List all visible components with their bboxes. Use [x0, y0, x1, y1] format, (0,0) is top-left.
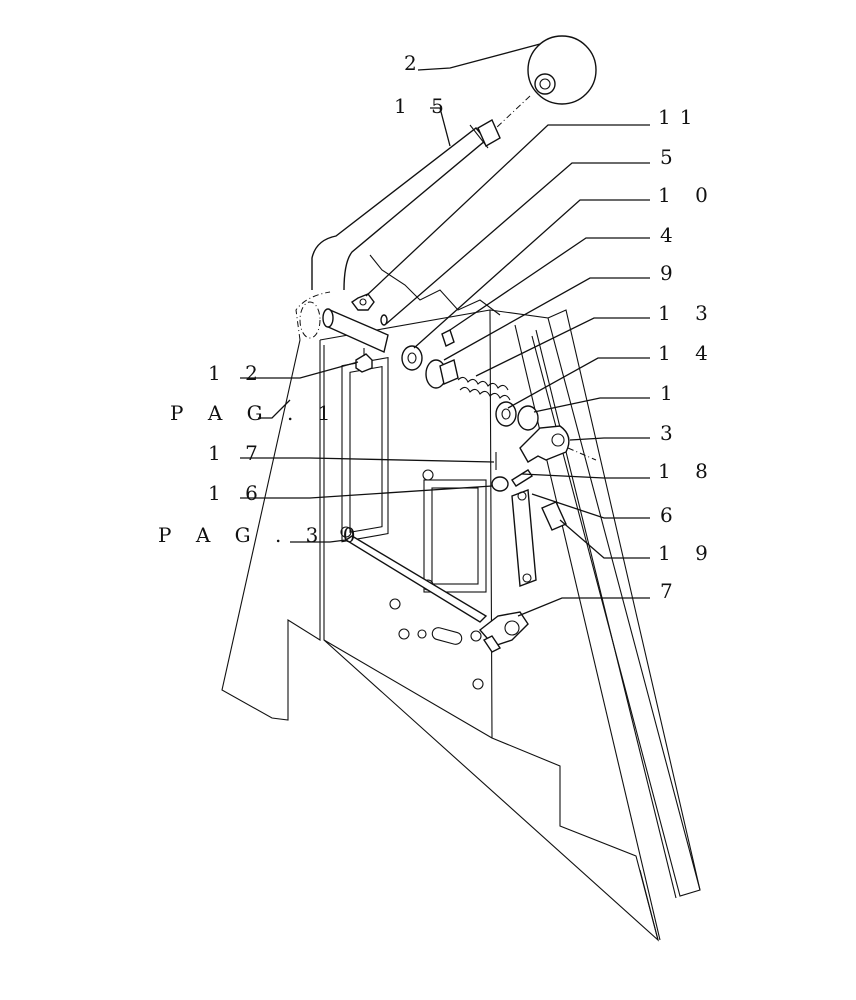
callout-11: 11 — [658, 105, 701, 129]
callout-10: 1 0 — [658, 183, 717, 207]
callout-12: 1 2 — [208, 361, 267, 385]
callout-15: 1 5 — [394, 94, 453, 118]
callout-19: 1 9 — [658, 541, 717, 565]
callout-16: 1 6 — [208, 481, 267, 505]
leader-lines — [240, 43, 650, 617]
callout-1: 1 — [660, 381, 682, 405]
knob — [495, 35, 597, 129]
callout-9: 9 — [660, 261, 682, 285]
callout-14: 1 4 — [658, 341, 717, 365]
callout-18: 1 8 — [658, 459, 717, 483]
callout-7: 7 — [660, 579, 682, 603]
callout-pag1: P A G . 1 — [170, 401, 339, 425]
callout-labels: 2 1 5 11 5 1 0 4 9 1 3 1 4 1 3 1 8 6 1 9… — [158, 51, 717, 603]
callout-2: 2 — [404, 51, 426, 75]
callout-6: 6 — [660, 503, 682, 527]
callout-3: 3 — [660, 421, 682, 445]
small-hardware — [344, 348, 567, 653]
callout-pag30: P A G . 3 0 — [158, 523, 364, 547]
callout-5: 5 — [660, 145, 682, 169]
callout-17: 1 7 — [208, 441, 267, 465]
lever-handle — [295, 119, 501, 341]
callout-4: 4 — [660, 223, 682, 247]
pivot-shaft — [322, 293, 597, 463]
callout-13: 1 3 — [658, 301, 717, 325]
